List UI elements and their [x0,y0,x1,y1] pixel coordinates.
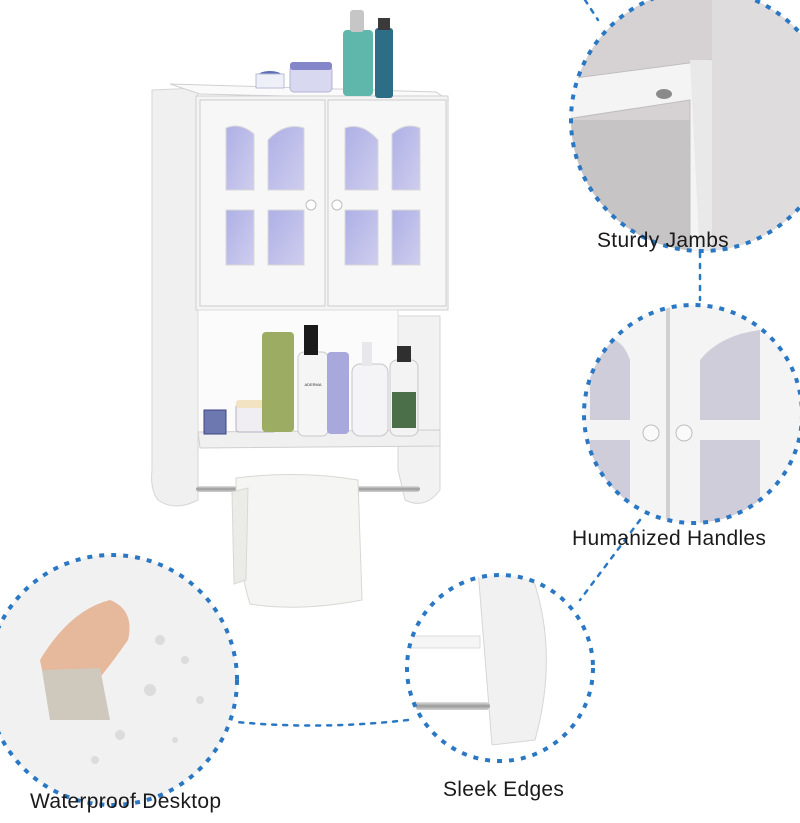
connector-edges-desktop [235,718,410,727]
door-left-windows [225,125,305,266]
detail-circle-humanized-handles [582,303,800,525]
handle-left-icon [642,424,660,442]
bottle-label: ADERMA [304,382,321,387]
feature-label-sleek-edges: Sleek Edges [443,778,565,801]
towel [235,473,363,608]
wall-cabinet: ADERMA [151,10,450,608]
feature-label-humanized-handles: Humanized Handles [572,527,767,550]
knob-left [305,199,317,211]
detail-circle-sturdy-jambs [569,0,800,253]
connector-top [583,0,600,22]
cabinet-left-side [151,87,199,507]
shelf-products [203,325,419,437]
knob-right [331,199,343,211]
top-products [255,10,393,98]
feature-label-sturdy-jambs: Sturdy Jambs [597,229,729,252]
detail-circle-sleek-edges [405,573,595,763]
handle-right-icon [675,424,693,442]
detail-circle-waterproof-desktop [0,553,239,807]
feature-label-waterproof-desktop: Waterproof Desktop [30,790,222,813]
door-right-windows [344,125,421,266]
